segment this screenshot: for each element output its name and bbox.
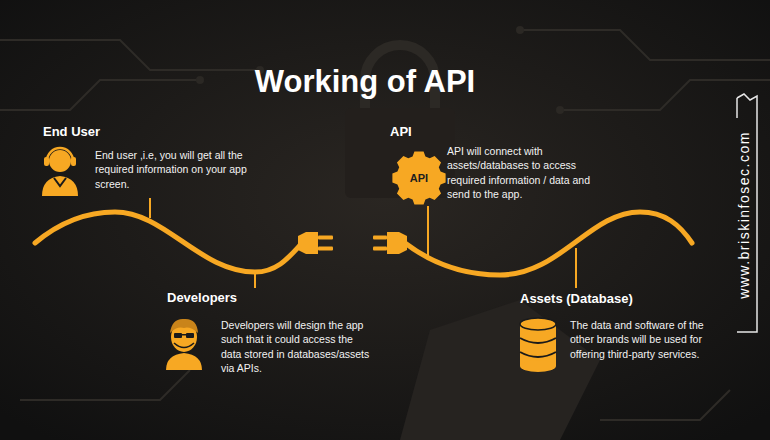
section-body: Developers will design the app such that… <box>221 318 373 375</box>
head <box>49 150 71 172</box>
wave-wires <box>35 212 692 275</box>
plug-prong <box>318 236 333 240</box>
headset <box>47 148 73 161</box>
section-heading: End User <box>43 124 267 140</box>
cylinder-top <box>520 318 556 330</box>
api-gear: API <box>391 150 447 206</box>
end-user-section: End UserEnd user ,i.e, you will get all … <box>43 124 267 193</box>
section-heading: Assets (Database) <box>520 291 734 307</box>
developer-icon <box>166 319 202 370</box>
shoulders <box>166 353 202 370</box>
developers-section: DevelopersDevelopers will design the app… <box>167 290 381 378</box>
wave-wire <box>405 212 692 275</box>
leader-line <box>575 248 577 288</box>
diagram-title: Working of API <box>0 62 730 102</box>
api-section: APIAPI will connect with assets/database… <box>390 124 618 208</box>
circuit-trace <box>560 80 770 110</box>
hair <box>170 319 198 333</box>
plug-body <box>298 232 318 254</box>
earpiece <box>44 157 49 166</box>
leader-lines <box>150 198 576 288</box>
assets-section: Assets (Database) The data and software o… <box>520 291 734 363</box>
cylinder-ring <box>520 352 556 357</box>
circuit-trace <box>520 30 770 60</box>
database-icon <box>520 318 556 372</box>
section-heading: API <box>390 124 618 140</box>
plug-prong <box>318 247 333 251</box>
circuit-trace <box>20 370 190 400</box>
shoulders <box>42 176 78 196</box>
end-user-icon <box>42 148 78 196</box>
leader-line <box>149 198 151 218</box>
circuit-pad <box>556 106 564 114</box>
circuit-pad <box>196 76 204 84</box>
plug-body <box>387 232 407 254</box>
wave-wire <box>35 212 302 272</box>
plug-prong <box>373 247 387 251</box>
section-body: The data and software of the other brand… <box>570 318 722 361</box>
section-body: End user ,i.e, you will get all the requ… <box>95 148 260 191</box>
circuit-pad <box>516 26 524 34</box>
earpiece <box>71 157 76 166</box>
section-heading: Developers <box>167 290 381 306</box>
watermark: www.briskinfosec.com <box>735 105 753 325</box>
plug-left <box>298 232 333 254</box>
plug-right <box>373 232 407 254</box>
leader-line <box>427 206 429 258</box>
cylinder-ring <box>520 338 556 343</box>
bracket-line <box>736 98 738 118</box>
plug-prong <box>373 236 387 240</box>
circuit-traces <box>0 30 770 420</box>
circuit-trace <box>0 40 260 70</box>
glasses <box>186 333 194 338</box>
glasses-bridge <box>182 334 186 336</box>
collar <box>54 178 66 186</box>
circuit-trace <box>600 390 730 420</box>
leader-line <box>254 274 256 288</box>
section-body: API will connect with assets/databases t… <box>447 144 612 201</box>
glasses <box>174 333 182 338</box>
beard-line <box>174 343 194 348</box>
cylinder-bottom <box>520 360 556 372</box>
circuit-trace <box>0 80 200 110</box>
gear-label: API <box>391 150 447 206</box>
